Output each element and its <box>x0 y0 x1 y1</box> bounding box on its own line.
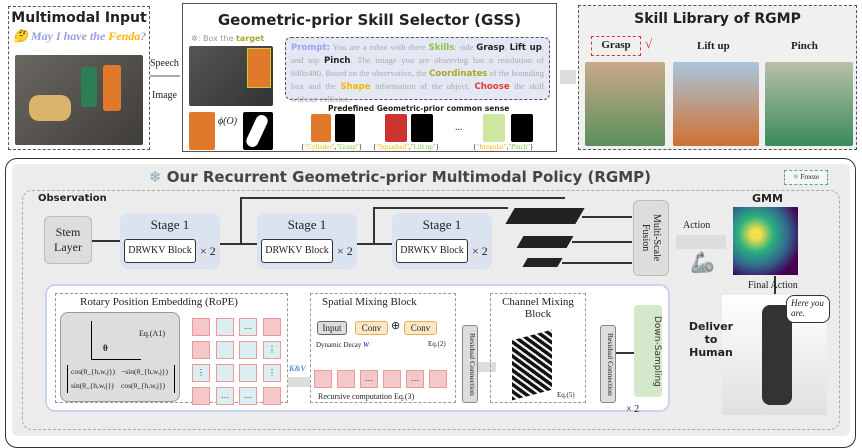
speech-bubble: Here you are. <box>786 295 830 323</box>
prior-2: {"Squashed","Lift up"} <box>373 114 443 152</box>
add-icon: ⊕ <box>391 320 401 332</box>
common-sense-title: Predefined Geometric-prior common sense <box>328 104 510 113</box>
robot-arm-icon: 🦾 <box>690 252 715 274</box>
skill-grasp: Grasp <box>591 36 641 56</box>
feature-map-1 <box>505 208 585 224</box>
spatial-title: Spatial Mixing Block <box>322 296 417 308</box>
image-label: Image <box>152 90 177 101</box>
observation-label: Observation <box>38 193 107 204</box>
eq5-label: Eq.(5) <box>557 391 575 399</box>
skill-pinch: Pinch <box>791 40 818 52</box>
check-mark: √ <box>645 36 653 51</box>
input-node: Input <box>317 321 347 335</box>
channel-mixing-block <box>490 293 586 403</box>
target-photo <box>189 46 273 106</box>
skill-lift-up: Lift up <box>697 40 730 52</box>
action-label: Action <box>683 220 711 231</box>
eq2-label: Eq.(2) <box>428 340 446 348</box>
pinch-photo <box>765 62 853 146</box>
rope-block <box>55 293 288 403</box>
ellipsis: ... <box>455 122 463 133</box>
phi-label: ϕ(O) <box>218 116 238 127</box>
gss-title: Geometric-prior Skill Selector (GSS) <box>217 11 522 29</box>
conv-node-2: Conv <box>404 321 437 335</box>
inner-mult: × 2 <box>626 404 640 415</box>
skill-library-panel: Skill Library of RGMP Grasp √ Lift up Pi… <box>578 5 857 150</box>
recursive-label: Recursive computation Eq.(3) <box>318 392 415 401</box>
kv-label: K&V <box>289 364 306 373</box>
lift-up-photo <box>673 62 759 146</box>
feature-map-2 <box>516 236 574 248</box>
down-sampling: Down-Sampling <box>634 305 662 397</box>
channel-title: Channel Mixing Block <box>502 296 574 320</box>
prior-1: {"Cylinder","Grasp"} <box>301 114 362 152</box>
multimodal-input-panel: Multimodal Input 🤔 May I have the Fenda? <box>8 6 150 150</box>
residual-connection-2: Residual Connection <box>600 325 616 403</box>
deliver-label: Deliver to Human <box>688 320 734 359</box>
final-action-label: Final Action <box>748 280 798 291</box>
speech-label: Speech <box>150 58 179 69</box>
shape-mask <box>243 112 273 150</box>
box-target-label: ✲: Box the target <box>191 34 265 43</box>
grasp-photo <box>585 62 665 146</box>
multi-scale-fusion: Multi-Scale Fusion <box>633 200 669 276</box>
vlm-icon: ✲ <box>191 34 198 43</box>
prior-3: {"Irregular","Pinch"} <box>473 114 548 152</box>
prompt-box: Prompt: You are a robot with three Skill… <box>285 37 550 104</box>
freeze-badge: ❄ Freeze <box>784 170 828 185</box>
input-title: Multimodal Input <box>11 10 147 26</box>
user-question: 🤔 May I have the Fenda? <box>13 29 147 43</box>
rotation-diagram: θ Eq.(A1) cos(θ_{h,w,j})−sin(θ_{h,w,j})s… <box>60 312 180 402</box>
gmm-plot <box>733 207 798 275</box>
rope-title: Rotary Position Embedding (RoPE) <box>80 296 238 308</box>
rgmp-title: ❄ Our Recurrent Geometric-prior Multimod… <box>148 168 651 186</box>
gmm-label: GMM <box>752 192 783 205</box>
crop-photo <box>189 112 215 150</box>
gss-panel: Geometric-prior Skill Selector (GSS) ✲: … <box>182 3 557 152</box>
conv-node-1: Conv <box>355 321 388 335</box>
spatial-mixing-block <box>310 293 456 403</box>
skill-library-title: Skill Library of RGMP <box>634 11 801 27</box>
snowflake-icon: ❄ <box>148 168 162 186</box>
feature-map-3 <box>522 258 563 267</box>
observation-region <box>22 190 840 430</box>
dynamic-decay-label: Dynamic Decay W <box>316 341 370 349</box>
scene-photo <box>15 55 143 145</box>
channel-feature-maps <box>512 329 552 401</box>
residual-connection-1: Residual Connection <box>462 325 478 403</box>
stem-layer: Stem Layer <box>44 216 92 264</box>
